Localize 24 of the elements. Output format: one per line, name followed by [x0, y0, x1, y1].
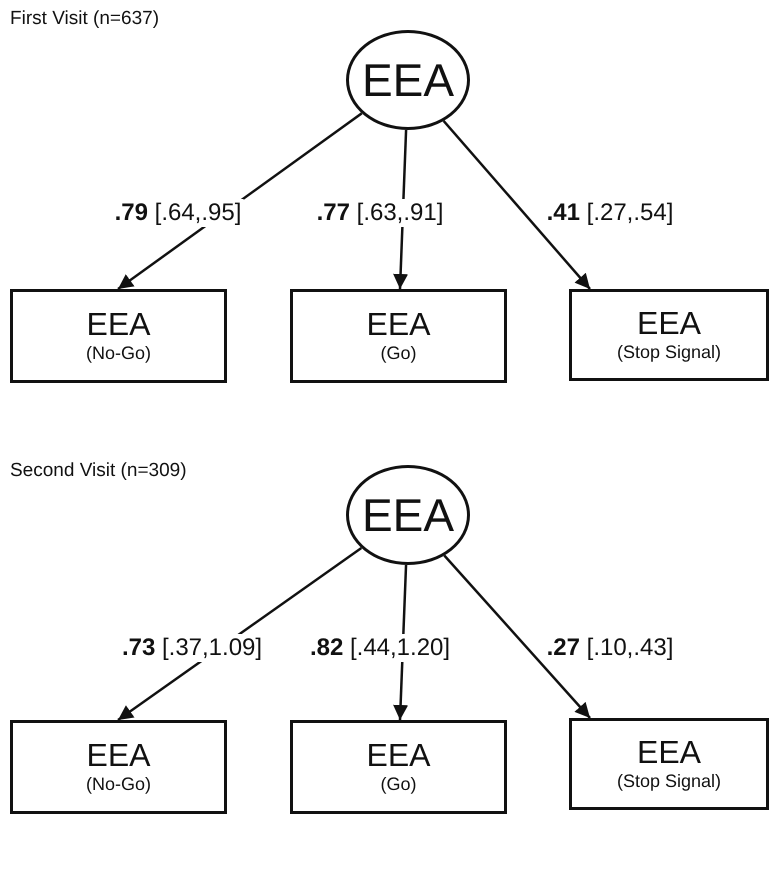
node-subtitle: (No-Go)	[86, 772, 151, 796]
arrow	[442, 120, 591, 290]
node-subtitle: (Go)	[380, 342, 416, 365]
panel-heading: First Visit (n=637)	[10, 8, 160, 30]
node-title: EEA	[362, 490, 454, 540]
node-title: EEA	[86, 306, 151, 342]
arrow	[443, 554, 591, 719]
node-title: EEA	[636, 306, 702, 341]
panel-heading: Second Visit (n=309)	[10, 460, 187, 482]
indicator-box	[10, 720, 227, 814]
node-title: EEA	[366, 306, 431, 342]
indicator-box	[290, 289, 507, 383]
node-title: EEA	[362, 54, 454, 106]
node-subtitle: (Go)	[380, 772, 416, 796]
indicator-box	[569, 289, 769, 381]
node-subtitle: (Stop Signal)	[616, 340, 722, 364]
node-title: EEA	[366, 738, 431, 773]
node-subtitle: (Stop Signal)	[616, 770, 722, 793]
indicator-box	[569, 718, 769, 810]
node-title: EEA	[86, 738, 151, 773]
node-title: EEA	[636, 734, 702, 770]
node-subtitle: (No-Go)	[86, 342, 151, 365]
indicator-box	[290, 720, 507, 814]
indicator-box	[10, 289, 227, 383]
